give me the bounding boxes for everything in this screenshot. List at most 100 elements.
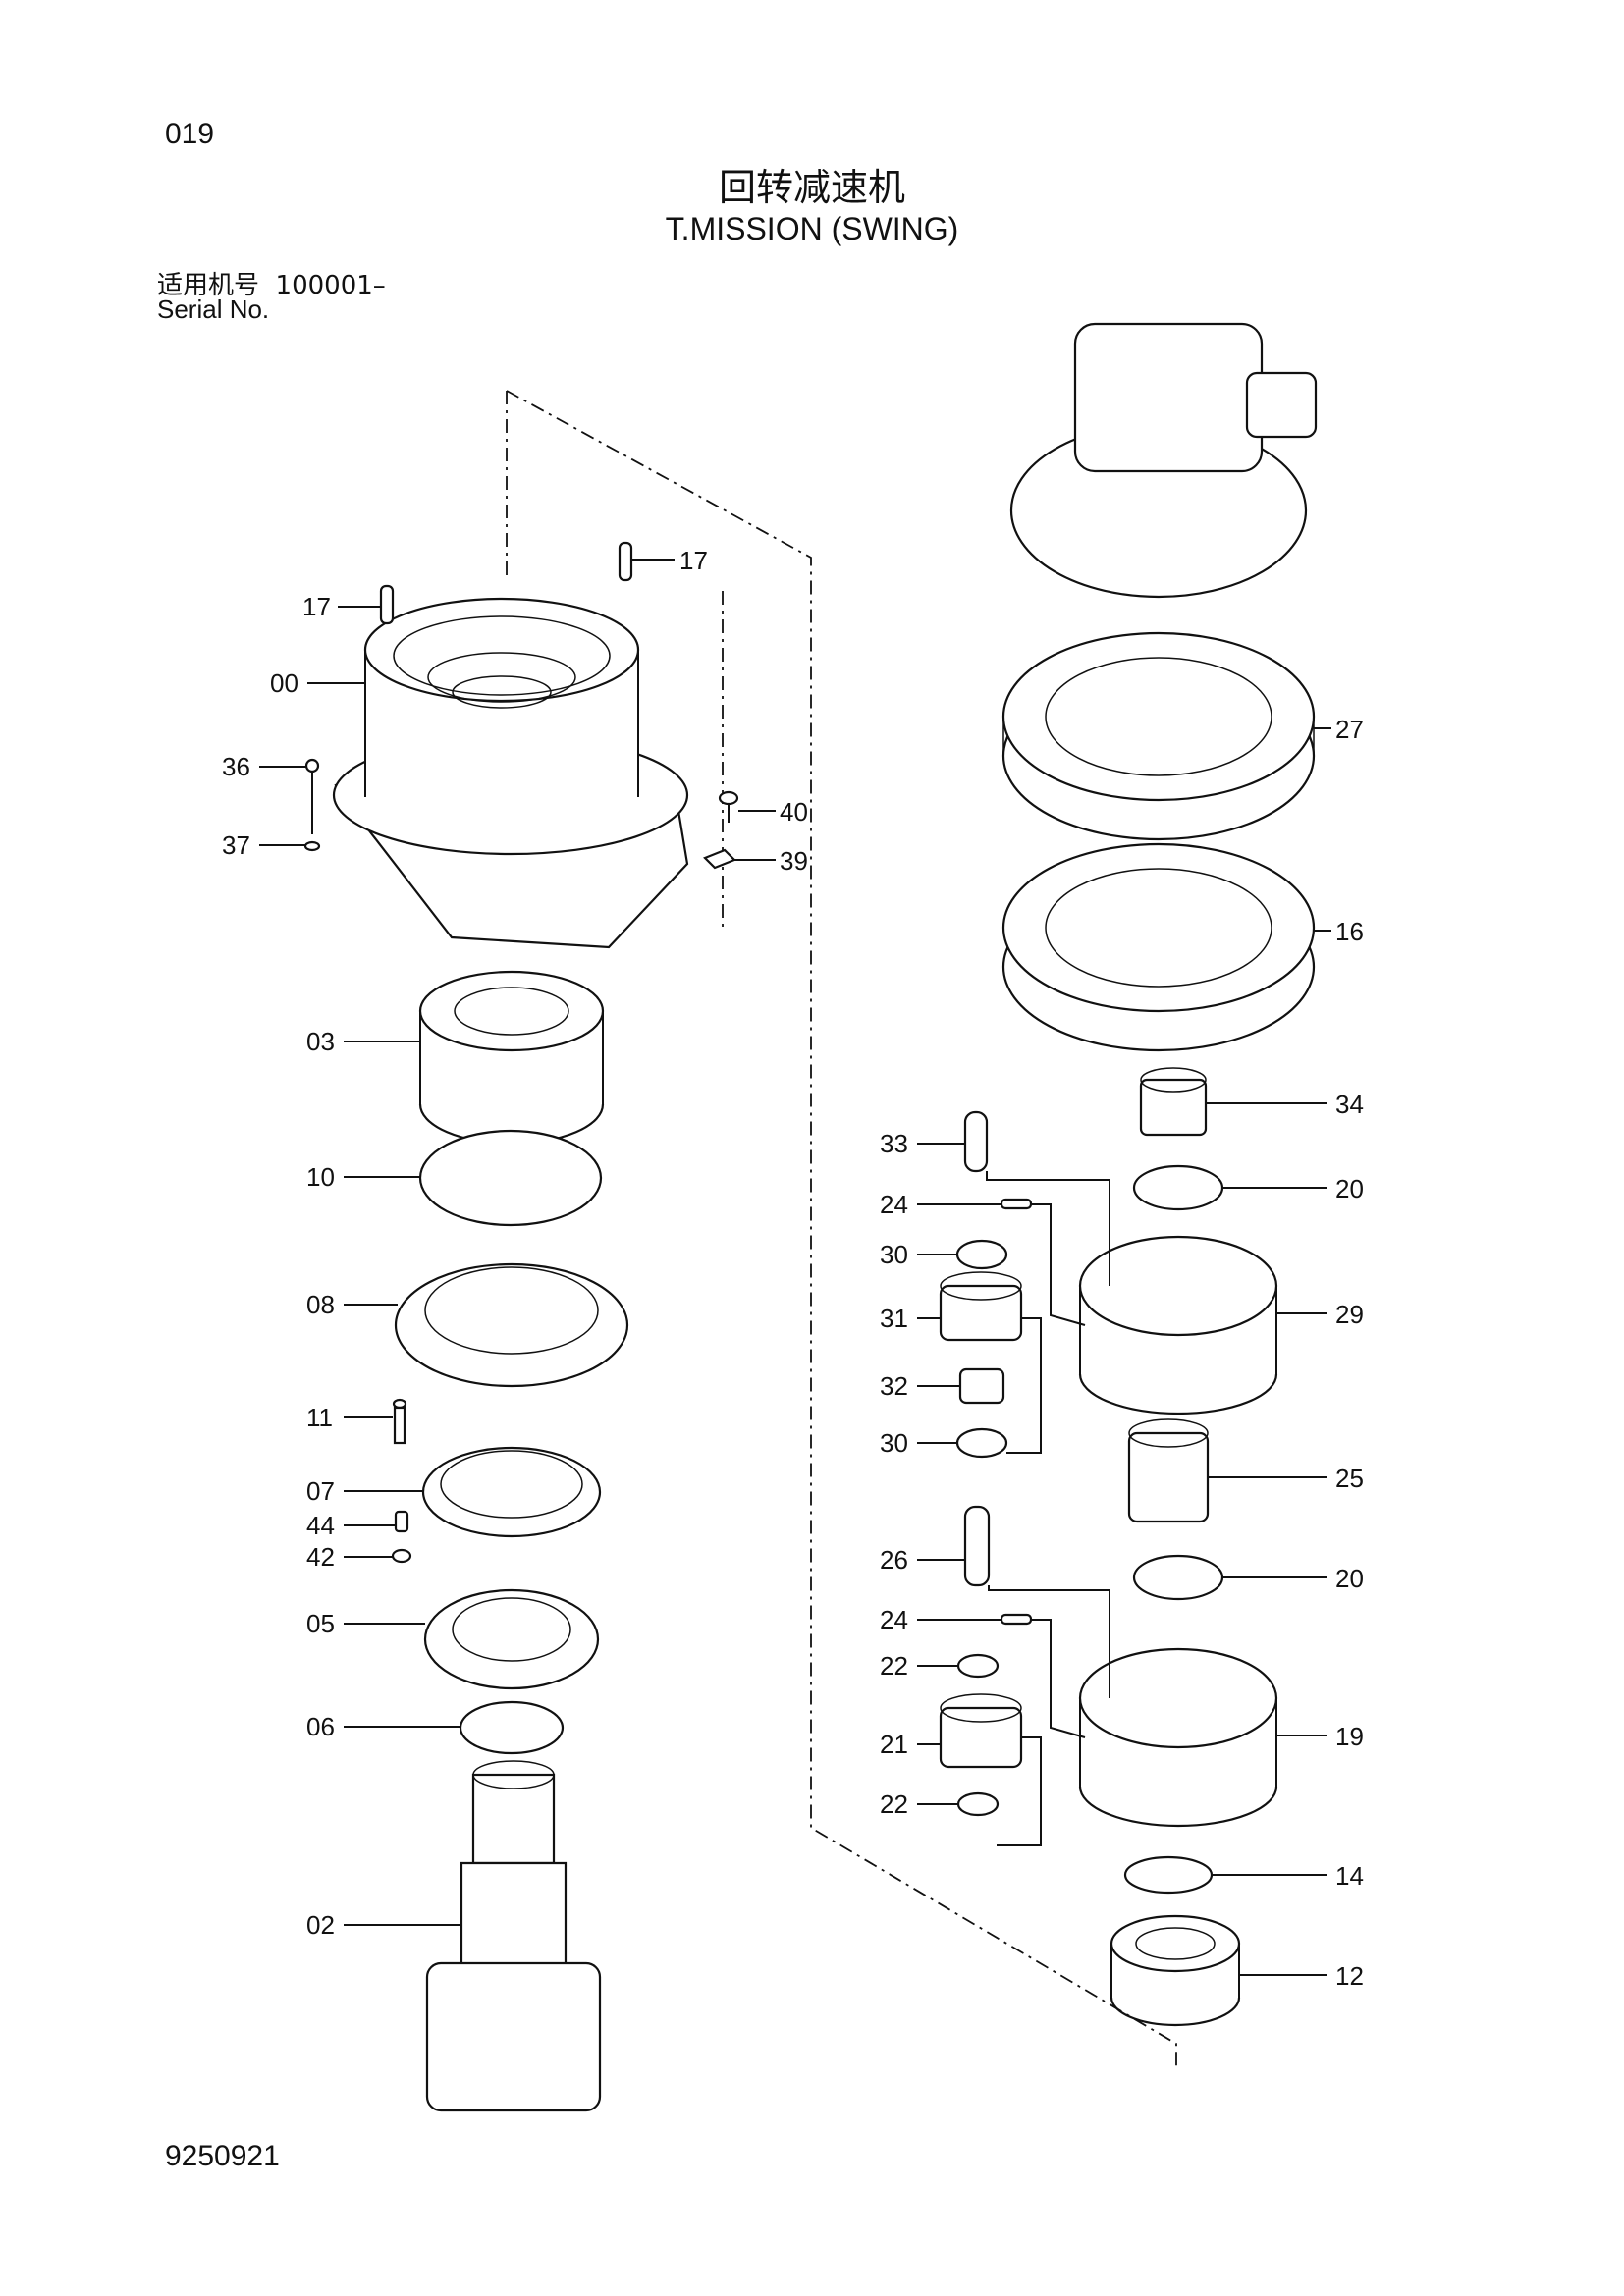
callout-label: 22	[880, 1651, 908, 1681]
callout-label: 03	[306, 1027, 335, 1056]
callout-36: 36	[222, 752, 306, 781]
callout-label: 10	[306, 1162, 335, 1192]
callout-08: 08	[306, 1290, 398, 1319]
thrust-plate-part-20-lower	[1132, 1554, 1224, 1601]
callout-label: 26	[880, 1545, 908, 1575]
bolt-part-11	[392, 1398, 407, 1445]
o-ring-part-06	[459, 1700, 565, 1755]
callout-label: 22	[880, 1789, 908, 1819]
callout-label: 07	[306, 1476, 335, 1506]
washer-part-42	[391, 1548, 412, 1564]
callout-label: 44	[306, 1511, 335, 1540]
title-chinese: 回转减速机	[718, 166, 905, 209]
callout-44: 44	[306, 1511, 395, 1540]
plate-part-39	[703, 848, 736, 870]
needle-bearing-part-32	[958, 1367, 1005, 1405]
serial-value: 100001–	[275, 271, 386, 300]
callout-31: 31	[880, 1304, 941, 1333]
callout-05: 05	[306, 1609, 425, 1638]
pin-part-26	[963, 1505, 991, 1587]
serial-label-english: Serial No.	[157, 294, 270, 324]
callout-21: 21	[880, 1730, 941, 1759]
washer-part-37	[303, 840, 321, 852]
callout-11: 11	[306, 1403, 393, 1432]
carrier-part-29	[1078, 1235, 1278, 1415]
ring-part-22-lower	[956, 1791, 1000, 1817]
callout-label: 30	[880, 1428, 908, 1458]
pin-part-17-right	[618, 541, 633, 582]
screw-part-40	[718, 790, 739, 823]
ring-gear-part-16	[1001, 842, 1316, 1052]
ring-part-30-lower	[955, 1427, 1008, 1459]
callout-label: 40	[780, 797, 808, 827]
o-ring-part-10	[418, 1129, 603, 1227]
planet-gear-part-21	[939, 1693, 1023, 1769]
callout-27: 27	[1314, 715, 1364, 744]
callout-33: 33	[880, 1129, 965, 1158]
callout-16: 16	[1314, 917, 1364, 946]
callout-label: 20	[1335, 1564, 1364, 1593]
callout-22-lower: 22	[880, 1789, 958, 1819]
ring-part-22-upper	[956, 1653, 1000, 1679]
callout-39: 39	[734, 846, 808, 876]
callout-30-upper: 30	[880, 1240, 957, 1269]
pin-part-24-lower	[1000, 1613, 1033, 1626]
seal-part-07	[421, 1446, 602, 1538]
pin-part-17-left	[379, 584, 395, 625]
planet-gear-part-31	[939, 1271, 1023, 1342]
callout-17-left: 17	[302, 592, 381, 621]
callout-label: 30	[880, 1240, 908, 1269]
callout-label: 42	[306, 1542, 335, 1572]
bolt-part-36	[304, 758, 320, 834]
callout-02: 02	[306, 1910, 461, 1940]
thrust-plate-part-20-upper	[1132, 1164, 1224, 1211]
callout-label: 19	[1335, 1722, 1364, 1751]
callout-label: 16	[1335, 917, 1364, 946]
callout-label: 11	[306, 1403, 333, 1432]
callout-22-upper: 22	[880, 1651, 958, 1681]
plug-part-44	[394, 1510, 409, 1533]
planet-set-brackets	[986, 1171, 1110, 1846]
callout-label: 24	[880, 1190, 908, 1219]
callout-24-lower: 24	[880, 1605, 1001, 1634]
assembly-grouping-lines	[506, 390, 1177, 2071]
callout-20-lower: 20	[1222, 1564, 1364, 1593]
shaft-part-02	[425, 1760, 602, 2112]
callout-label: 32	[880, 1371, 908, 1401]
callout-24-upper: 24	[880, 1190, 1001, 1219]
bearing-part-03	[418, 970, 605, 1146]
ring-part-30-upper	[955, 1239, 1008, 1270]
callout-label: 24	[880, 1605, 908, 1634]
callout-label: 05	[306, 1609, 335, 1638]
callout-40: 40	[738, 797, 808, 827]
callout-label: 36	[222, 752, 250, 781]
callout-17-right: 17	[631, 546, 708, 575]
callout-label: 39	[780, 846, 808, 876]
callout-label: 31	[880, 1304, 908, 1333]
callout-14: 14	[1212, 1861, 1364, 1891]
callout-label: 25	[1335, 1464, 1364, 1493]
callout-34: 34	[1206, 1090, 1364, 1119]
callout-42: 42	[306, 1542, 393, 1572]
pin-part-24-upper	[1000, 1198, 1033, 1210]
sun-gear-part-34	[1139, 1067, 1208, 1137]
callout-label: 12	[1335, 1961, 1364, 1991]
carrier-part-19	[1078, 1647, 1278, 1828]
snap-ring-part-14	[1123, 1855, 1214, 1895]
callout-label: 14	[1335, 1861, 1364, 1891]
callout-30-lower: 30	[880, 1428, 957, 1458]
callout-20-upper: 20	[1222, 1174, 1364, 1203]
callout-25: 25	[1208, 1464, 1364, 1493]
swing-motor-assembly	[1009, 322, 1318, 599]
callout-26: 26	[880, 1545, 965, 1575]
callout-label: 29	[1335, 1300, 1364, 1329]
callout-label: 21	[880, 1730, 908, 1759]
callout-29: 29	[1276, 1300, 1364, 1329]
callout-label: 17	[679, 546, 708, 575]
callout-03: 03	[306, 1027, 420, 1056]
callout-06: 06	[306, 1712, 460, 1741]
callout-label: 02	[306, 1910, 335, 1940]
serial-label-chinese: 适用机号	[157, 271, 260, 300]
callout-label: 33	[880, 1129, 908, 1158]
